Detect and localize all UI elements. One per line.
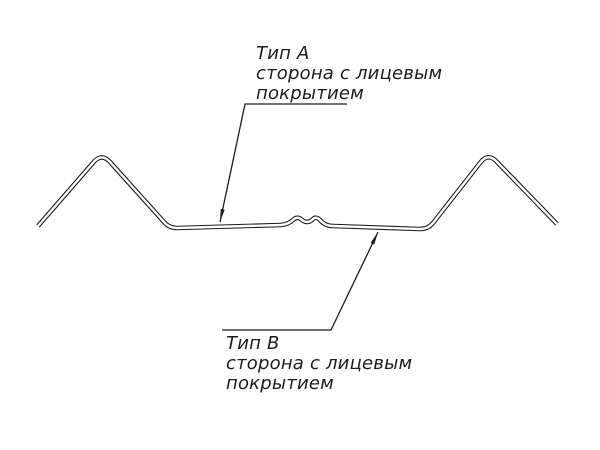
leader-line-type-a — [219, 103, 347, 223]
type-a-line1: сторона с лицевым — [256, 63, 443, 84]
annotation-type-b: Тип В сторона с лицевым покрытием — [226, 334, 412, 394]
leader-arrow-type-a-icon — [220, 208, 225, 222]
type-a-line2: покрытием — [256, 83, 364, 104]
type-a-title: Тип А — [256, 43, 310, 64]
type-b-line2: покрытием — [226, 373, 334, 394]
type-b-line1: сторона с лицевым — [226, 353, 413, 374]
leader-arrow-type-b-icon — [370, 232, 378, 245]
type-b-title: Тип В — [226, 333, 280, 354]
sheet-profile-inner-face — [37, 156, 558, 231]
annotation-type-a: Тип А сторона с лицевым покрытием — [256, 44, 442, 104]
leader-line-type-b — [222, 231, 379, 331]
